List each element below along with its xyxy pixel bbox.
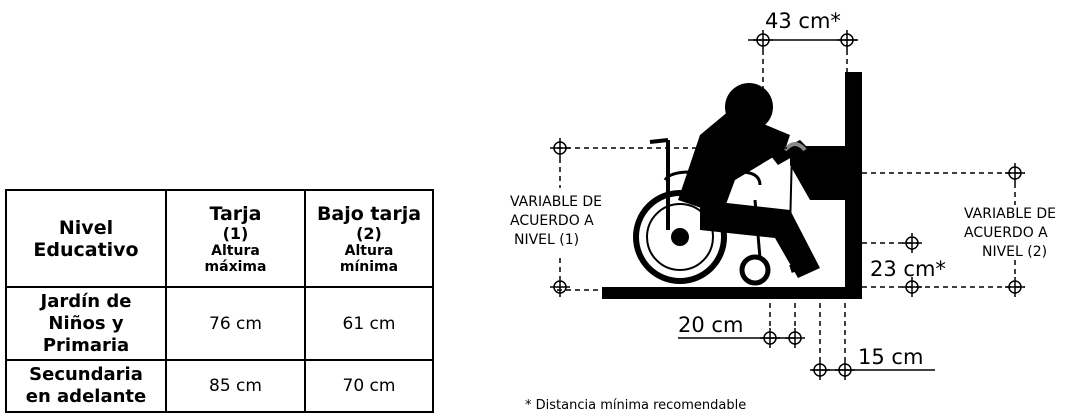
person-icon	[678, 83, 820, 278]
dimension-right-variable: VARIABLE DE ACUERDO A NIVEL (2)	[862, 162, 1056, 298]
header-bajo-tarja-title: Bajo tarja	[316, 202, 422, 225]
header-bajo-tarja-number: (2)	[356, 223, 382, 243]
row-nivel: Jardín de Niños y Primaria	[5, 286, 167, 361]
dim-top-label: 43 cm*	[765, 9, 841, 33]
dimension-15cm: 15 cm	[809, 303, 935, 381]
table-header-row: Nivel Educativo Tarja (1) Altura máxima …	[5, 189, 434, 288]
dimension-23cm: 23 cm*	[862, 232, 946, 298]
header-tarja-title: Tarja	[209, 202, 262, 225]
row-nivel: Secundaria en adelante	[5, 359, 167, 413]
left-label-line2: ACUERDO A	[510, 213, 594, 229]
dim-knee-label: 23 cm*	[870, 257, 946, 281]
header-bajo-tarja: Bajo tarja (2) Altura mínima	[304, 189, 434, 288]
header-nivel-educativo: Nivel Educativo	[5, 189, 167, 288]
dim-15-label: 15 cm	[858, 345, 923, 369]
header-bajo-tarja-subtitle: Altura mínima	[339, 242, 399, 275]
wheelchair-icon	[633, 138, 771, 286]
header-tarja-number: (1)	[222, 223, 249, 243]
row-tarja-value: 85 cm	[165, 359, 306, 413]
dim-20-label: 20 cm	[678, 313, 743, 337]
right-label-line3: NIVEL (2)	[982, 244, 1047, 260]
sink-counter	[790, 146, 845, 200]
table-row: Jardín de Niños y Primaria 76 cm 61 cm	[5, 286, 434, 361]
row-bajo-tarja-value: 70 cm	[304, 359, 434, 413]
left-label-line1: VARIABLE DE	[510, 194, 602, 210]
header-tarja-subtitle: Altura máxima	[204, 242, 267, 275]
height-spec-table: Nivel Educativo Tarja (1) Altura máxima …	[5, 189, 434, 413]
table-row: Secundaria en adelante 85 cm 70 cm	[5, 359, 434, 413]
left-label-line3: NIVEL (1)	[514, 232, 579, 248]
right-label-line2: ACUERDO A	[964, 225, 1048, 241]
wall	[845, 72, 862, 299]
right-label-line1: VARIABLE DE	[964, 206, 1056, 222]
floor	[602, 287, 862, 299]
row-tarja-value: 76 cm	[165, 286, 306, 361]
dimension-left-variable: VARIABLE DE ACUERDO A NIVEL (1)	[510, 137, 790, 298]
header-tarja: Tarja (1) Altura máxima	[165, 189, 306, 288]
row-bajo-tarja-value: 61 cm	[304, 286, 434, 361]
dimension-20cm: 20 cm	[678, 303, 806, 349]
footnote: * Distancia mínima recomendable	[525, 398, 746, 413]
